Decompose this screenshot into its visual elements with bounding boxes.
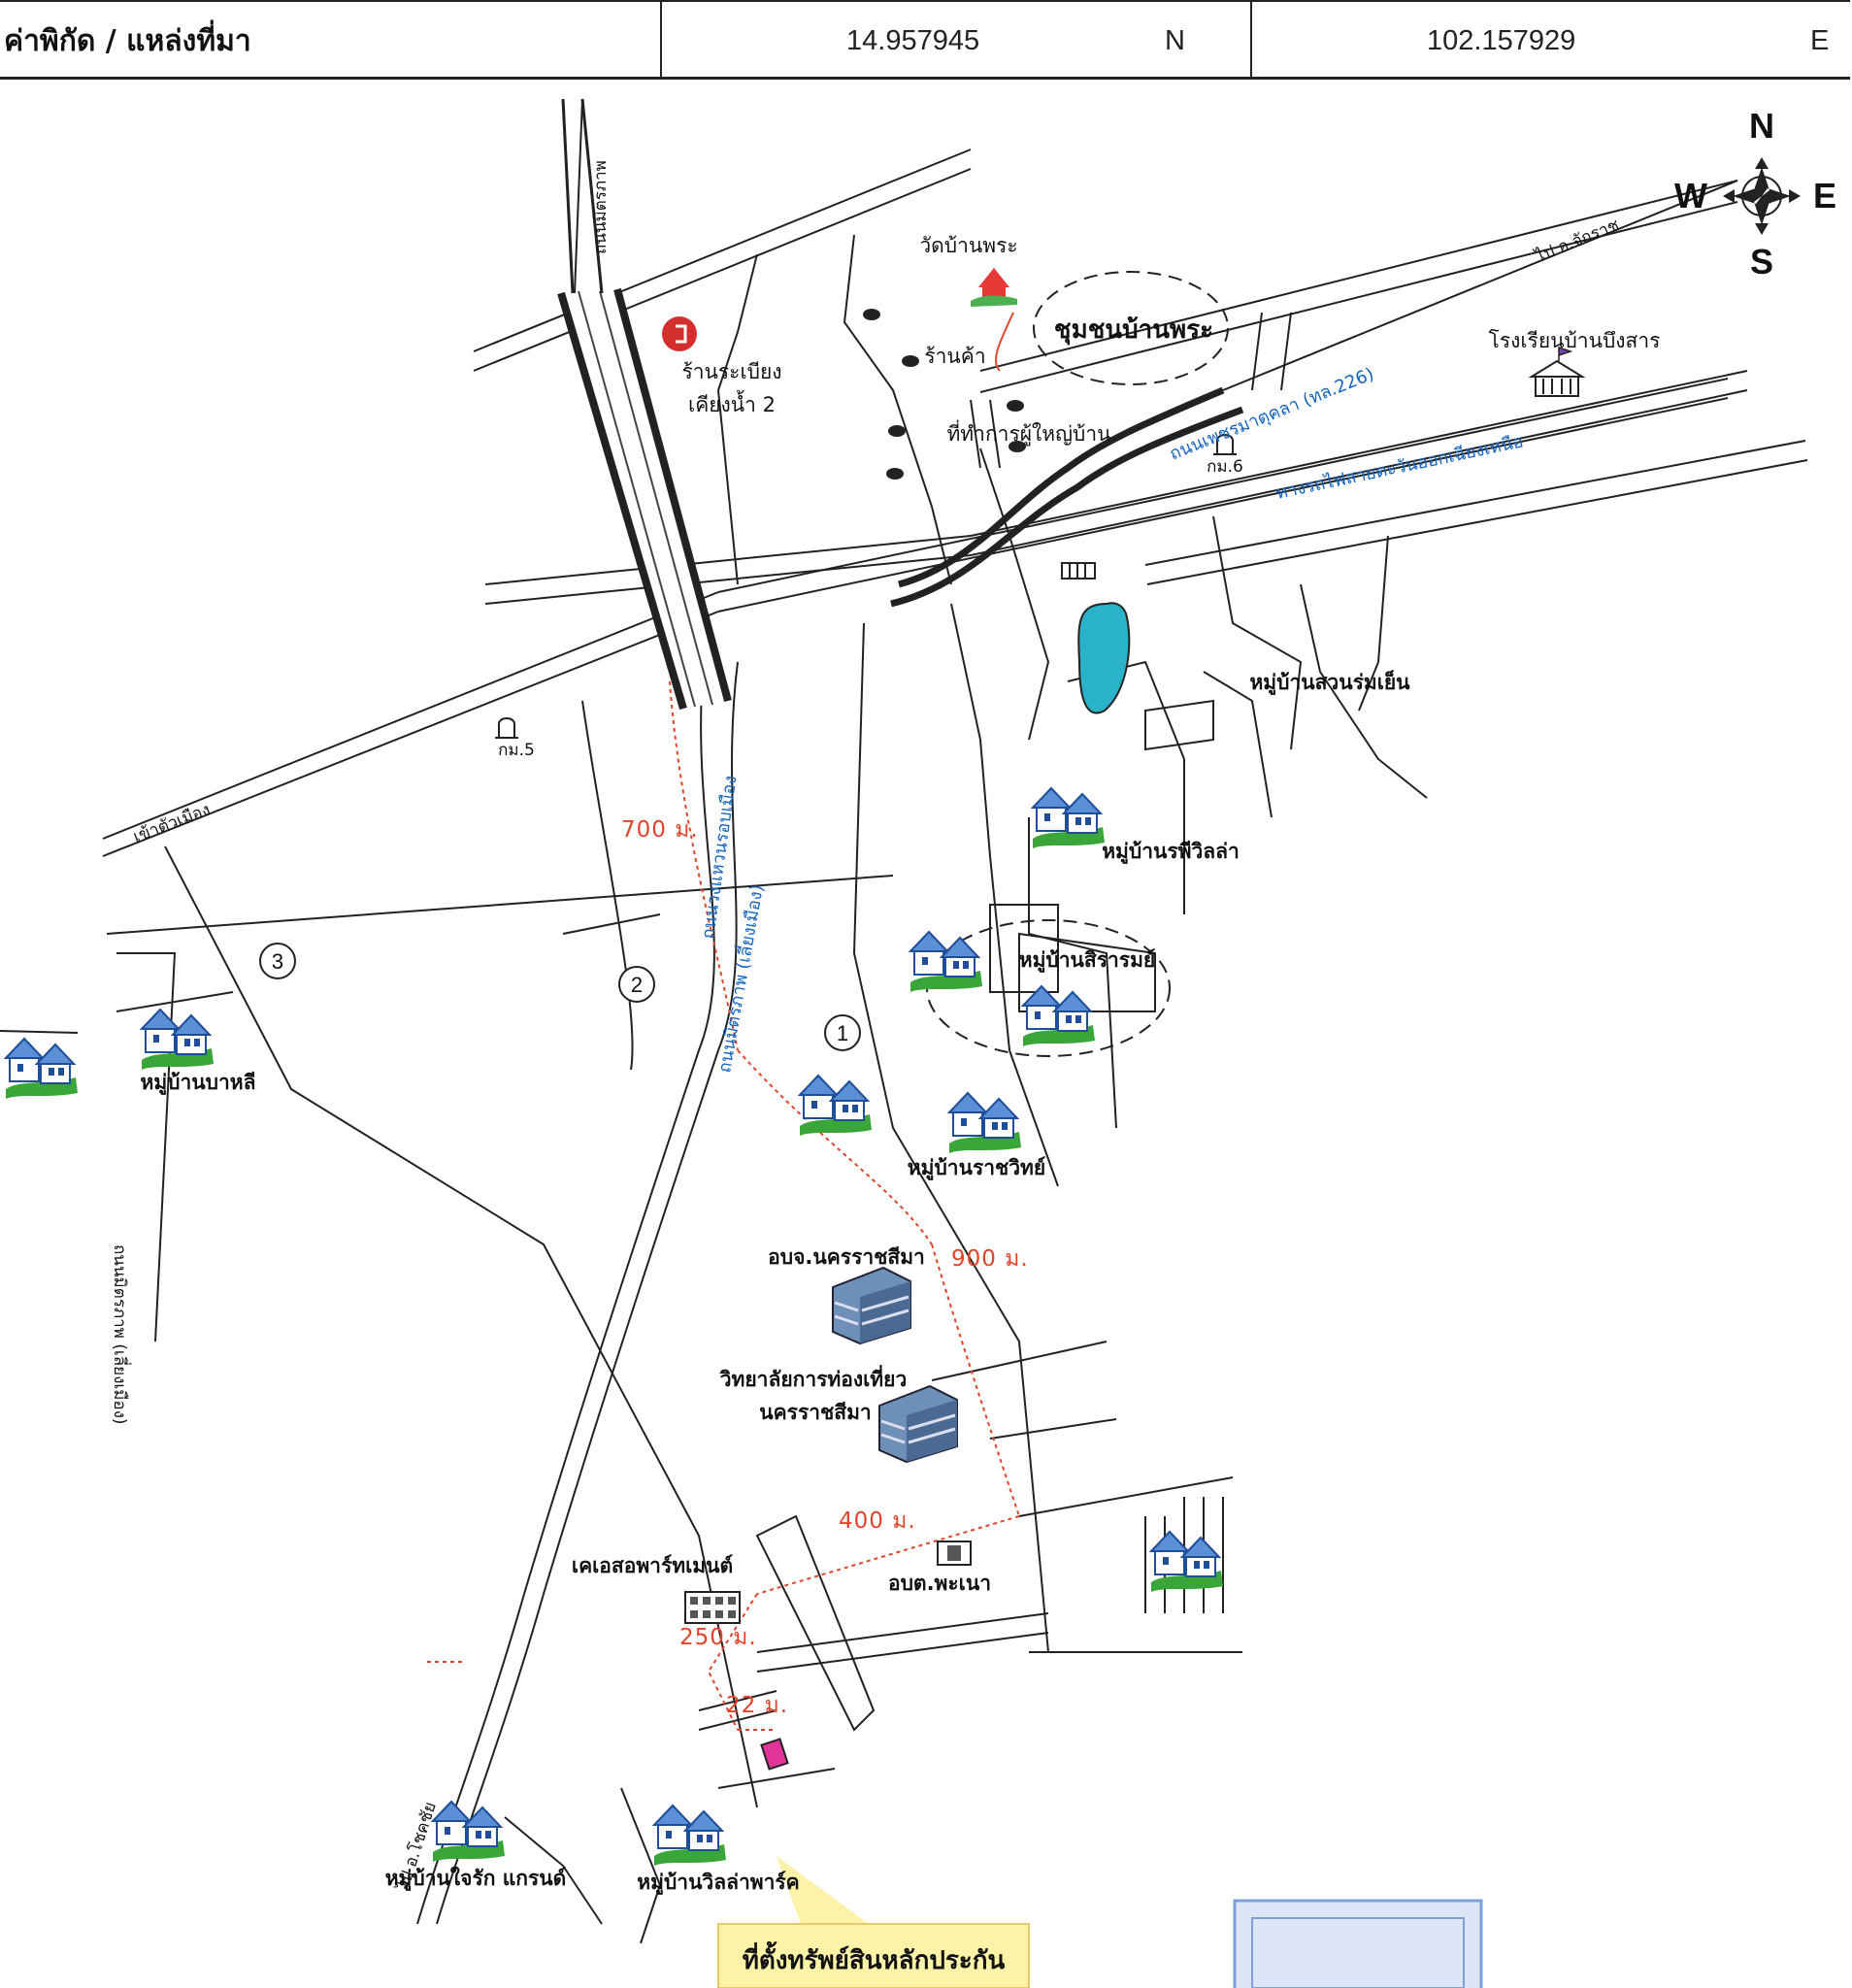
house-icon — [1022, 985, 1096, 1047]
compass-s: S — [1750, 242, 1773, 282]
school-label: โรงเรียนบ้านบึงสาร — [1489, 329, 1661, 352]
marker-2: 2 — [631, 973, 643, 997]
longitude-direction: E — [1810, 24, 1830, 56]
distance-400: 400 ม. — [839, 1508, 916, 1534]
building-icon — [877, 1384, 959, 1464]
distance-22: 22 ม. — [726, 1693, 788, 1718]
latitude-cell: 14.957945 N — [660, 2, 1252, 80]
highway-226-label: ถนนเพชรมาตุคลา (ทล.226) — [1167, 364, 1376, 465]
coordinates-header: ค่าพิกัด / แหล่งที่มา 14.957945 N 102.15… — [0, 0, 1850, 80]
house-icon — [141, 1009, 215, 1071]
km-post-icon — [1213, 434, 1237, 455]
house-icon — [5, 1038, 79, 1100]
latitude-value: 14.957945 — [846, 24, 980, 56]
latitude-direction: N — [1165, 24, 1185, 56]
jairak-village-label: หมู่บ้านใจรัก แกรนด์ — [385, 1866, 567, 1892]
location-map: N S E W — [0, 98, 1836, 1988]
school-icon — [1528, 346, 1586, 397]
apartment-label: เคเอสอพาร์ทเมนต์ — [572, 1554, 733, 1577]
house-icon — [1032, 787, 1106, 849]
restaurant-label-2: เคียงน้ำ 2 — [688, 390, 776, 416]
restaurant-icon — [662, 316, 697, 351]
villapark-village-label: หมู่บ้านวิลล่าพาร์ค — [637, 1871, 799, 1896]
to-city-label: เข้าตัวเมือง — [131, 800, 214, 846]
wat-label: วัดบ้านพระ — [919, 234, 1017, 257]
pao-label: อบจ.นครราชสีมา — [768, 1245, 925, 1269]
km5-label: กม.5 — [498, 741, 535, 760]
longitude-value: 102.157929 — [1427, 24, 1576, 56]
local-road-label: ถนนมิตรภาพ (เลี่ยงเมือง) — [110, 1244, 132, 1425]
community-outline — [1033, 271, 1229, 385]
house-icon — [948, 1092, 1022, 1154]
headman-office-label: ที่ทำการผู้ใหญ่บ้าน — [946, 419, 1110, 447]
apartment-icon — [684, 1591, 741, 1624]
distance-250: 250 ม. — [679, 1625, 757, 1650]
compass-w: W — [1674, 176, 1707, 215]
temple-icon — [971, 268, 1017, 307]
coordinates-label-cell: ค่าพิกัด / แหล่งที่มา — [4, 2, 660, 80]
longitude-cell: 102.157929 E — [1250, 2, 1850, 80]
sirarom-village-label: หมู่บ้านสิรารมย์ — [1019, 948, 1155, 974]
marker-1: 1 — [837, 1021, 848, 1045]
college-label-1: วิทยาลัยการท่องเที่ยว — [719, 1364, 908, 1391]
km-post-icon — [495, 717, 518, 739]
compass-e: E — [1813, 176, 1836, 215]
shop-label: ร้านค้า — [924, 345, 985, 368]
tambon-office-icon — [937, 1541, 972, 1566]
distance-900: 900 ม. — [951, 1246, 1029, 1272]
target-label: ที่ตั้งทรัพย์สินหลักประกัน — [743, 1940, 1006, 1975]
tambon-office-label: อบต.พะเนา — [888, 1572, 991, 1595]
ratchawit-village-label: หมู่บ้านราชวิทย์ — [908, 1156, 1045, 1181]
house-icon — [799, 1075, 873, 1137]
km6-label: กม.6 — [1207, 457, 1243, 477]
house-icon — [432, 1801, 506, 1863]
coordinates-label: ค่าพิกัด / แหล่งที่มา — [4, 23, 251, 58]
building-icon — [831, 1266, 912, 1345]
house-icon — [1150, 1531, 1224, 1593]
compass: N S E W — [1674, 106, 1836, 282]
villa-village-label: หมู่บ้านรพีวิลล่า — [1102, 840, 1240, 865]
target-callout — [717, 1923, 1030, 1988]
bali-village-label: หมู่บ้านบาหลี — [141, 1071, 256, 1096]
route-line — [427, 680, 1020, 1731]
to-chakkarat-label: ไป อ.จักราช — [1531, 215, 1622, 267]
stamp — [1233, 1899, 1483, 1988]
mittraphap-road-label: ถนนมิตรภาพ — [591, 160, 611, 254]
distance-700: 700 ม. — [621, 817, 699, 843]
house-icon — [653, 1805, 727, 1867]
compass-n: N — [1749, 106, 1774, 146]
restaurant-label-1: ร้านระเบียง — [681, 360, 781, 383]
college-label-2: นครราชสีมา — [759, 1401, 871, 1424]
suan-village-label: หมู่บ้านสวนร่มเย็น — [1249, 669, 1410, 696]
shop-markers — [863, 309, 1026, 480]
marker-3: 3 — [272, 949, 283, 974]
community-label: ชุมชนบ้านพระ — [1054, 315, 1213, 346]
house-icon — [909, 931, 983, 993]
